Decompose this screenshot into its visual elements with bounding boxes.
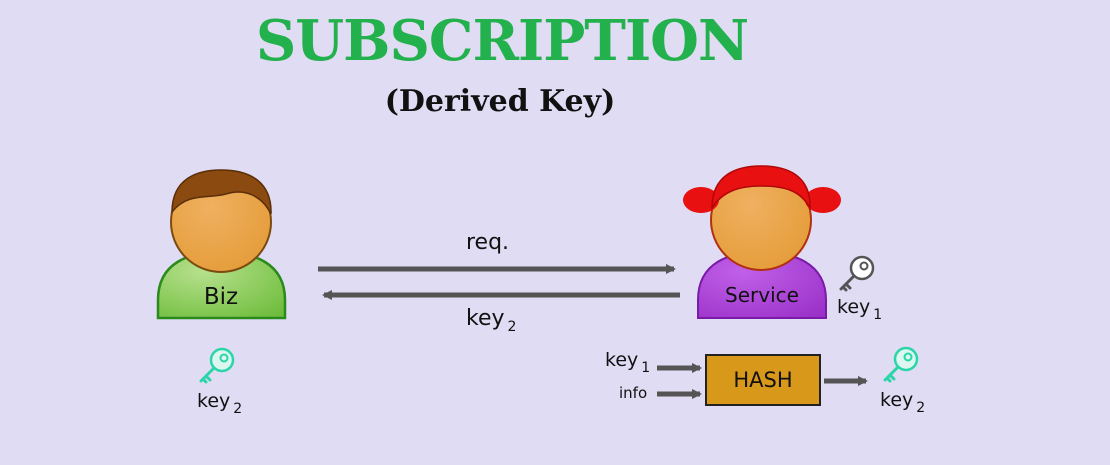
service-label: Service (725, 283, 799, 307)
hash-box: HASH (705, 354, 821, 406)
service-person-icon (683, 165, 841, 319)
service-key-icon (839, 255, 875, 292)
biz-key-icon (199, 347, 235, 384)
request-label: req. (466, 230, 510, 255)
hash-input-info-label: info (619, 384, 648, 402)
page-subtitle: (Derived Key) (384, 84, 616, 119)
page-title: SUBSCRIPTION (255, 8, 749, 74)
derived-key-icon (883, 346, 919, 383)
biz-person-icon (156, 169, 287, 320)
biz-label: Biz (203, 284, 239, 310)
